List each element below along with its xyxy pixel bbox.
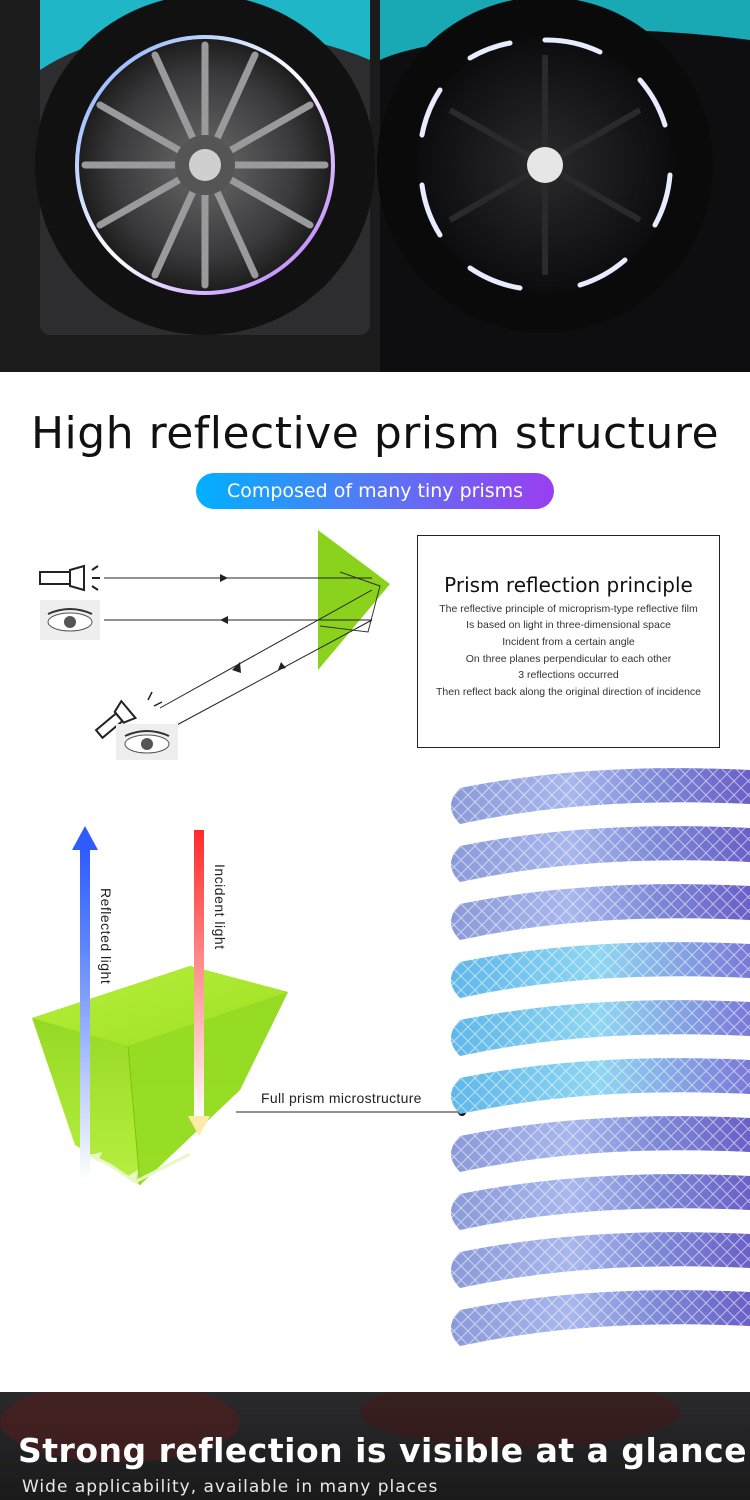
strip [451, 1058, 750, 1114]
reflected-light-label: Reflected light [98, 888, 114, 985]
flashlight-icon [94, 699, 138, 740]
internal-reflection-path [319, 571, 381, 633]
principle-title: Prism reflection principle [444, 573, 693, 597]
microstructure-label: Full prism microstructure [261, 1090, 422, 1106]
hero-banner [0, 0, 750, 372]
strip [451, 826, 750, 882]
principle-line: 3 reflections occurred [518, 669, 619, 681]
strip [451, 1290, 750, 1346]
strip [451, 768, 750, 824]
strip [451, 1000, 750, 1056]
section-heading: High reflective prism structure [30, 408, 720, 459]
hero-wheels-image [35, 0, 750, 372]
principle-line: On three planes perpendicular to each ot… [465, 653, 672, 665]
incident-light-beam [194, 830, 204, 1120]
strip [451, 1116, 750, 1172]
principle-line: Is based on light in three-dimensional s… [466, 619, 671, 631]
flashlight-icon [39, 564, 100, 592]
banner-background-image [0, 1392, 680, 1462]
subtitle-pill: Composed of many tiny prisms [196, 473, 554, 509]
prism-3d-illustration [32, 826, 320, 1186]
eye-icon [40, 600, 100, 640]
principle-textbox: Prism reflection principle The reflectiv… [417, 535, 720, 748]
principle-line: Then reflect back along the original dir… [436, 686, 701, 698]
reflected-light-beam [80, 850, 90, 1180]
reflective-strips-image [451, 768, 750, 1346]
prism-top-face [32, 966, 288, 1046]
prism-light-path-diagram [39, 530, 390, 760]
strip [451, 942, 750, 998]
bottom-banner [0, 1392, 750, 1500]
incident-light-label: Incident light [212, 864, 228, 950]
strip [451, 884, 750, 940]
eye-icon [116, 724, 178, 760]
principle-line: Incident from a certain angle [502, 636, 635, 648]
banner-subtitle: Wide applicability, available in many pl… [22, 1477, 439, 1497]
principle-line: The reflective principle of microprism-t… [439, 603, 698, 615]
banner-title: Strong reflection is visible at a glance [18, 1431, 748, 1470]
strip [451, 1232, 750, 1288]
strip [451, 1174, 750, 1230]
